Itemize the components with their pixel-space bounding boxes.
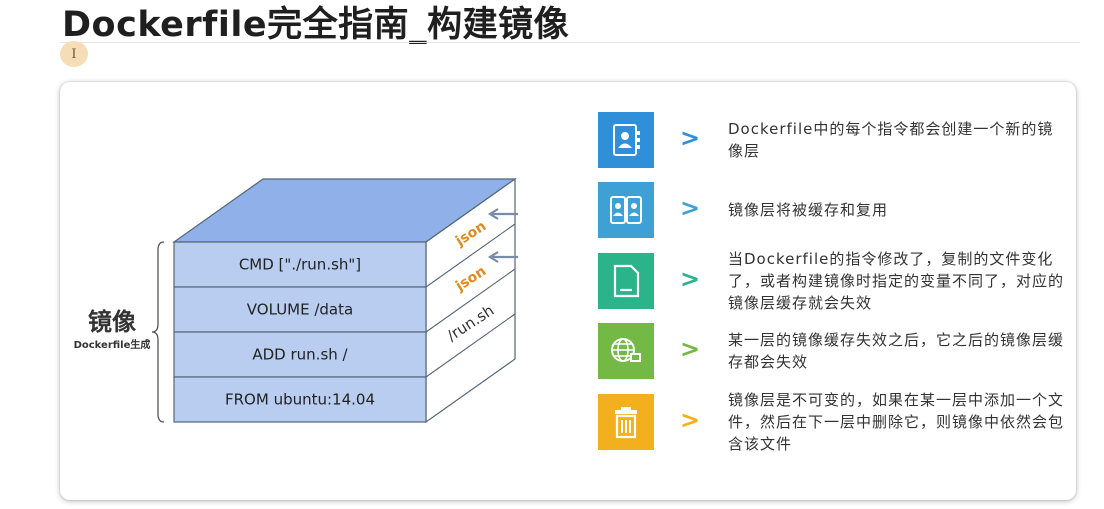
layer-side-edge xyxy=(425,223,516,288)
layer-side-edge xyxy=(425,313,516,378)
chevron-right-icon: > xyxy=(680,124,701,152)
image-label: 镜像 xyxy=(88,308,137,336)
feature-item: > Dockerfile中的每个指令都会创建一个新的镜像层 xyxy=(598,112,1068,168)
feature-text: 某一层的镜像缓存失效之后，它之后的镜像层缓存都会失效 xyxy=(728,331,1065,371)
pointer-arrow-head xyxy=(487,251,499,263)
pointer-arrow-head xyxy=(487,208,499,220)
layer-label: FROM ubuntu:14.04 xyxy=(225,391,375,409)
image-sublabel: Dockerfile生成 xyxy=(74,338,151,351)
title-divider xyxy=(60,42,1080,43)
feature-item: > 镜像层是不可变的，如果在某一层中添加一个文件，然后在下一层中删除它，则镜像中依… xyxy=(598,391,1068,453)
layer-label: VOLUME /data xyxy=(247,301,353,319)
two-profiles-icon xyxy=(598,182,654,238)
chevron-right-icon: > xyxy=(680,194,701,222)
layer-label: ADD run.sh / xyxy=(252,346,348,364)
layer-block xyxy=(173,241,427,288)
layer-side-edge xyxy=(425,268,516,333)
globe-network-icon xyxy=(598,323,654,379)
text-cursor-icon[interactable]: I xyxy=(60,41,88,67)
trash-icon xyxy=(598,394,654,450)
feature-text: 镜像层将被缓存和复用 xyxy=(728,201,889,219)
layer-label: CMD ["./run.sh"] xyxy=(239,256,361,274)
left-brace xyxy=(151,241,165,423)
feature-text: 镜像层是不可变的，如果在某一层中添加一个文件，然后在下一层中删除它，则镜像中依然… xyxy=(728,391,1065,453)
feature-item: > 镜像层将被缓存和复用 xyxy=(598,182,1068,238)
contact-card-icon xyxy=(598,112,654,168)
feature-text: Dockerfile中的每个指令都会创建一个新的镜像层 xyxy=(728,120,1054,160)
feature-item: > 当Dockerfile的指令修改了，复制的文件变化了，或者构建镜像时指定的变量… xyxy=(598,250,1068,312)
chevron-right-icon: > xyxy=(680,406,701,434)
document-icon xyxy=(598,253,654,309)
feature-text: 当Dockerfile的指令修改了，复制的文件变化了，或者构建镜像时指定的变量不… xyxy=(728,250,1065,312)
page-title: Dockerfile完全指南_构建镜像 xyxy=(62,5,570,45)
layer-block xyxy=(173,331,427,378)
layer-block xyxy=(173,376,427,423)
chevron-right-icon: > xyxy=(680,265,701,293)
chevron-right-icon: > xyxy=(680,335,701,363)
feature-item: > 某一层的镜像缓存失效之后，它之后的镜像层缓存都会失效 xyxy=(598,323,1068,379)
